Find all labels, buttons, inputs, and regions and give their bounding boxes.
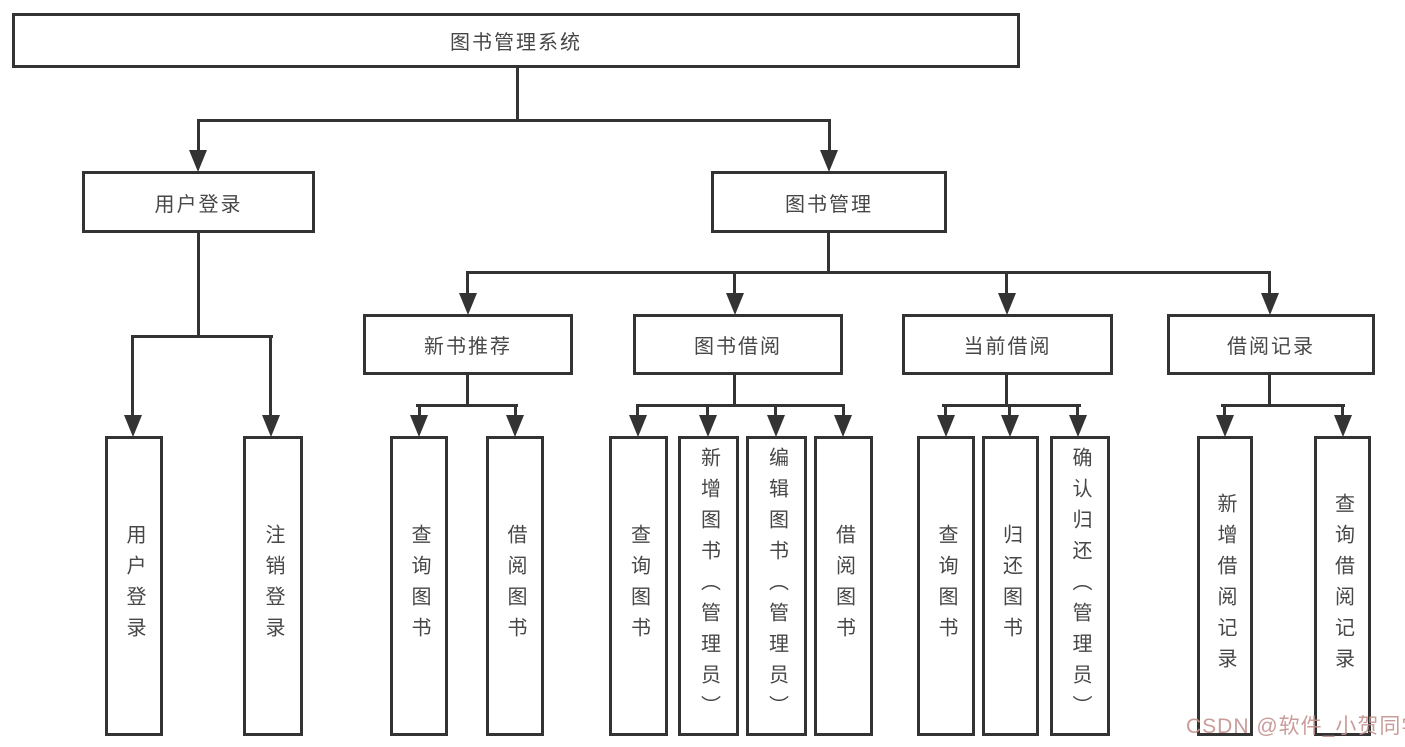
connector-line bbox=[706, 404, 709, 418]
arrow-down-icon bbox=[506, 415, 524, 437]
connector-line bbox=[1008, 404, 1011, 418]
connector-line bbox=[636, 404, 845, 407]
node-current-borrow: 当前借阅 bbox=[902, 314, 1113, 375]
node-return-books: 归还图书 bbox=[982, 436, 1039, 736]
arrow-down-icon bbox=[699, 415, 717, 437]
connector-line bbox=[197, 119, 200, 152]
connector-line bbox=[1076, 404, 1079, 418]
node-logout: 注销登录 bbox=[243, 436, 303, 736]
arrow-down-icon bbox=[1334, 415, 1352, 437]
arrow-down-icon bbox=[459, 293, 477, 315]
arrow-down-icon bbox=[1069, 415, 1087, 437]
connector-line bbox=[131, 335, 134, 417]
watermark-text: CSDN @软件_小贺同学 bbox=[1186, 715, 1405, 738]
connector-line bbox=[733, 271, 736, 296]
connector-line bbox=[774, 404, 777, 418]
arrow-down-icon bbox=[124, 415, 142, 437]
node-user-login: 用户登录 bbox=[82, 171, 315, 233]
node-borrow-books-leaf: 借阅图书 bbox=[814, 436, 873, 736]
connector-line bbox=[466, 271, 469, 296]
connector-line bbox=[733, 374, 736, 407]
connector-line bbox=[1268, 271, 1271, 296]
connector-line bbox=[827, 232, 830, 273]
connector-line bbox=[418, 404, 421, 418]
arrow-down-icon bbox=[629, 415, 647, 437]
connector-line bbox=[1005, 271, 1008, 296]
node-edit-books-admin: 编辑图书（管理员） bbox=[746, 436, 807, 736]
arrow-down-icon bbox=[998, 293, 1016, 315]
arrow-down-icon bbox=[834, 415, 852, 437]
connector-line bbox=[1268, 374, 1271, 407]
connector-line bbox=[416, 404, 518, 407]
connector-line bbox=[828, 119, 831, 152]
arrow-down-icon bbox=[1216, 415, 1234, 437]
connector-line bbox=[1223, 404, 1226, 418]
arrow-down-icon bbox=[1001, 415, 1019, 437]
connector-line bbox=[466, 374, 469, 407]
arrow-down-icon bbox=[937, 415, 955, 437]
node-user-login-leaf: 用户登录 bbox=[105, 436, 163, 736]
arrow-down-icon bbox=[726, 293, 744, 315]
node-book-management-system: 图书管理系统 bbox=[12, 13, 1020, 68]
connector-line bbox=[944, 404, 947, 418]
connector-line bbox=[942, 404, 1081, 407]
arrow-down-icon bbox=[1261, 293, 1279, 315]
connector-line bbox=[516, 67, 519, 121]
connector-line bbox=[842, 404, 845, 418]
connector-line bbox=[197, 119, 831, 122]
connector-line bbox=[1341, 404, 1344, 418]
arrow-down-icon bbox=[410, 415, 428, 437]
node-confirm-return-admin: 确认归还（管理员） bbox=[1050, 436, 1110, 736]
node-book-management: 图书管理 bbox=[711, 171, 947, 233]
arrow-down-icon bbox=[189, 150, 207, 172]
arrow-down-icon bbox=[820, 150, 838, 172]
node-borrow-records: 借阅记录 bbox=[1167, 314, 1375, 375]
node-borrow-books-recommend: 借阅图书 bbox=[486, 436, 544, 736]
connector-line bbox=[1221, 404, 1345, 407]
arrow-down-icon bbox=[262, 415, 280, 437]
connector-line bbox=[514, 404, 517, 418]
connector-line bbox=[131, 335, 273, 338]
node-query-books-current: 查询图书 bbox=[917, 436, 975, 736]
node-add-books-admin: 新增图书（管理员） bbox=[678, 436, 739, 736]
node-add-borrow-record: 新增借阅记录 bbox=[1197, 436, 1253, 736]
connector-line bbox=[197, 232, 200, 337]
connector-line bbox=[1005, 374, 1008, 407]
connector-line bbox=[269, 335, 272, 417]
node-query-books-borrow: 查询图书 bbox=[609, 436, 668, 736]
connector-line bbox=[466, 271, 1271, 274]
node-query-books-recommend: 查询图书 bbox=[390, 436, 448, 736]
connector-line bbox=[636, 404, 639, 418]
arrow-down-icon bbox=[767, 415, 785, 437]
node-query-borrow-record: 查询借阅记录 bbox=[1314, 436, 1371, 736]
node-new-book-recommend: 新书推荐 bbox=[363, 314, 573, 375]
node-book-borrow: 图书借阅 bbox=[633, 314, 843, 375]
